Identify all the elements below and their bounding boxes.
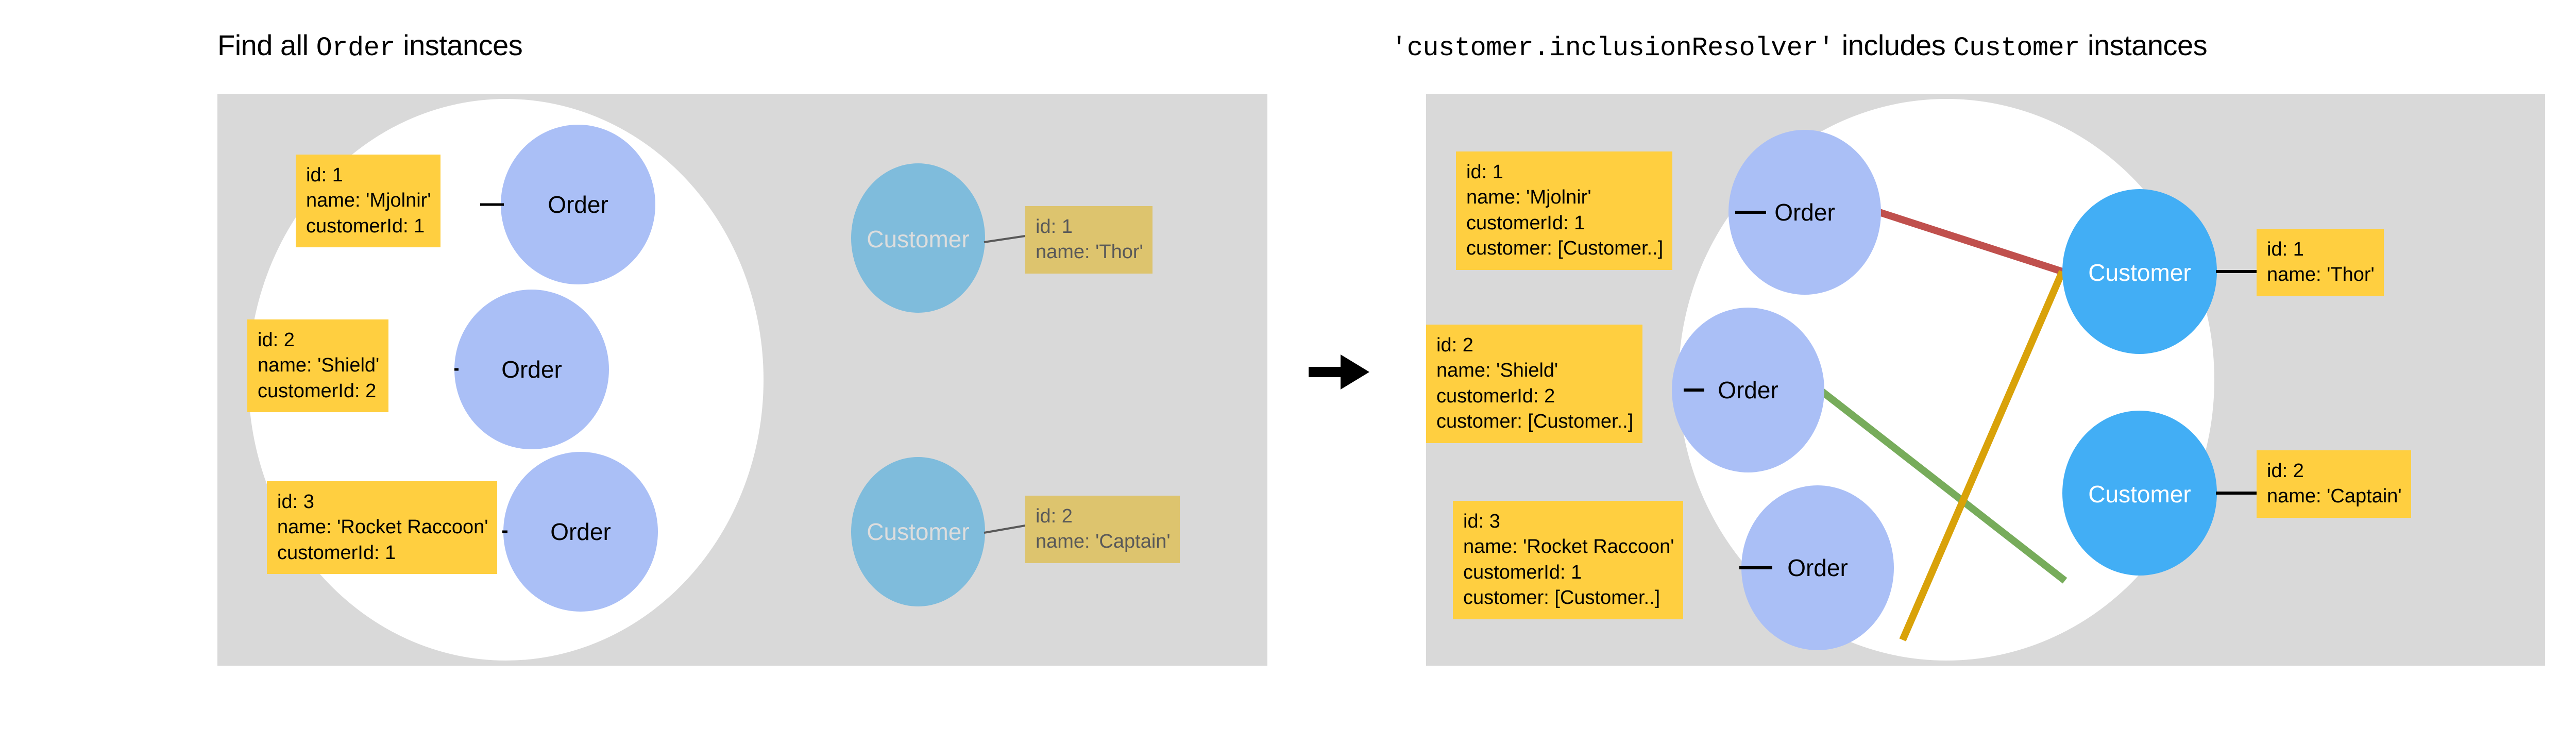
right-panel-title: 'customer.inclusionResolver' includes Cu… bbox=[1391, 29, 2208, 63]
order-node-3-circle[interactable] bbox=[503, 452, 658, 612]
right-panel-graphics bbox=[1672, 99, 2257, 661]
order-card-2-line-1: id: 2 bbox=[258, 329, 295, 351]
order-card-1-line-4: customer: [Customer..] bbox=[1466, 238, 1664, 260]
customer-card-1[interactable]: id: 1 name: 'Thor' bbox=[2257, 229, 2384, 296]
relation-order1-customer1 bbox=[1878, 209, 2064, 275]
order-card-1-line-2: name: 'Mjolnir' bbox=[306, 190, 431, 212]
link-customer-card-2 bbox=[984, 525, 1026, 534]
order-node-1-circle[interactable] bbox=[501, 125, 655, 284]
customer-card-2-line-2: name: 'Captain' bbox=[1036, 531, 1171, 553]
left-title-suffix: instances bbox=[395, 29, 523, 61]
order-card-1[interactable]: id: 1 name: 'Mjolnir' customerId: 1 cust… bbox=[1456, 151, 1673, 270]
order-card-1-line-2: name: 'Mjolnir' bbox=[1466, 187, 1591, 209]
order-node-3-circle[interactable] bbox=[1741, 485, 1894, 650]
right-title-model-name: Customer bbox=[1953, 33, 2080, 63]
left-panel-title: Find all Order instances bbox=[217, 29, 523, 63]
relation-customer1-order3 bbox=[1899, 270, 2066, 641]
right-title-suffix: instances bbox=[2079, 29, 2208, 61]
order-card-2[interactable]: id: 2 name: 'Shield' customerId: 2 custo… bbox=[1426, 325, 1643, 443]
right-title-mid: includes bbox=[1834, 29, 1954, 61]
order-card-3-line-2: name: 'Rocket Raccoon' bbox=[1463, 536, 1674, 558]
order-card-2-line-1: id: 2 bbox=[1436, 334, 1473, 356]
left-title-prefix: Find all bbox=[217, 29, 316, 61]
order-card-1[interactable]: id: 1 name: 'Mjolnir' customerId: 1 bbox=[296, 155, 440, 248]
order-card-3[interactable]: id: 3 name: 'Rocket Raccoon' customerId:… bbox=[267, 481, 498, 574]
order-card-3[interactable]: id: 3 name: 'Rocket Raccoon' customerId:… bbox=[1453, 501, 1684, 619]
order-card-3-line-1: id: 3 bbox=[277, 491, 314, 513]
customer-node-2-circle[interactable] bbox=[2062, 411, 2217, 576]
order-card-2-line-2: name: 'Shield' bbox=[258, 354, 380, 377]
order-card-1-line-3: customerId: 1 bbox=[306, 215, 425, 237]
customer-node-1-circle[interactable] bbox=[2062, 189, 2217, 354]
order-card-1-line-1: id: 1 bbox=[306, 164, 343, 186]
customer-card-2[interactable]: id: 2 name: 'Captain' bbox=[1025, 496, 1180, 563]
customer-node-1-circle[interactable] bbox=[851, 163, 985, 313]
customer-card-1-line-2: name: 'Thor' bbox=[1036, 241, 1143, 263]
order-node-1-circle[interactable] bbox=[1728, 130, 1881, 295]
customer-card-2-line-1: id: 2 bbox=[1036, 505, 1073, 527]
order-card-2-line-2: name: 'Shield' bbox=[1436, 360, 1558, 382]
customer-card-2-line-2: name: 'Captain' bbox=[2267, 485, 2402, 508]
order-card-3-line-1: id: 3 bbox=[1463, 511, 1500, 532]
left-title-model-name: Order bbox=[316, 33, 396, 63]
order-card-3-line-3: customerId: 1 bbox=[277, 542, 396, 564]
order-card-1-line-3: customerId: 1 bbox=[1466, 212, 1585, 234]
customer-card-1-line-2: name: 'Thor' bbox=[2267, 264, 2375, 286]
customer-card-1-line-1: id: 1 bbox=[2267, 239, 2304, 260]
order-card-2-line-3: customerId: 2 bbox=[1436, 385, 1555, 407]
customer-card-2-line-1: id: 2 bbox=[2267, 460, 2304, 482]
right-arrow-icon bbox=[1309, 354, 1369, 390]
order-card-1-line-1: id: 1 bbox=[1466, 161, 1503, 183]
order-card-3-line-3: customerId: 1 bbox=[1463, 561, 1582, 583]
order-node-2-circle[interactable] bbox=[1672, 308, 1824, 472]
order-node-2-circle[interactable] bbox=[454, 290, 609, 449]
right-panel: Order Order Order Customer Customer id: … bbox=[1426, 94, 2545, 666]
left-panel: Order Order Order Customer Customer id: … bbox=[217, 94, 1267, 666]
customer-card-2[interactable]: id: 2 name: 'Captain' bbox=[2257, 450, 2411, 518]
right-title-filter-code: 'customer.inclusionResolver' bbox=[1391, 33, 1834, 63]
relation-order2-customer2 bbox=[1818, 387, 2067, 584]
order-card-2[interactable]: id: 2 name: 'Shield' customerId: 2 bbox=[247, 319, 389, 413]
order-card-2-line-3: customerId: 2 bbox=[258, 380, 377, 402]
order-card-3-line-2: name: 'Rocket Raccoon' bbox=[277, 516, 488, 538]
customer-card-1-line-1: id: 1 bbox=[1036, 216, 1073, 238]
order-card-3-line-4: customer: [Customer..] bbox=[1463, 587, 1660, 609]
customer-card-1[interactable]: id: 1 name: 'Thor' bbox=[1025, 206, 1153, 274]
order-card-2-line-4: customer: [Customer..] bbox=[1436, 411, 1634, 433]
customer-node-2-circle[interactable] bbox=[851, 457, 985, 606]
link-customer-card-1 bbox=[984, 235, 1026, 243]
